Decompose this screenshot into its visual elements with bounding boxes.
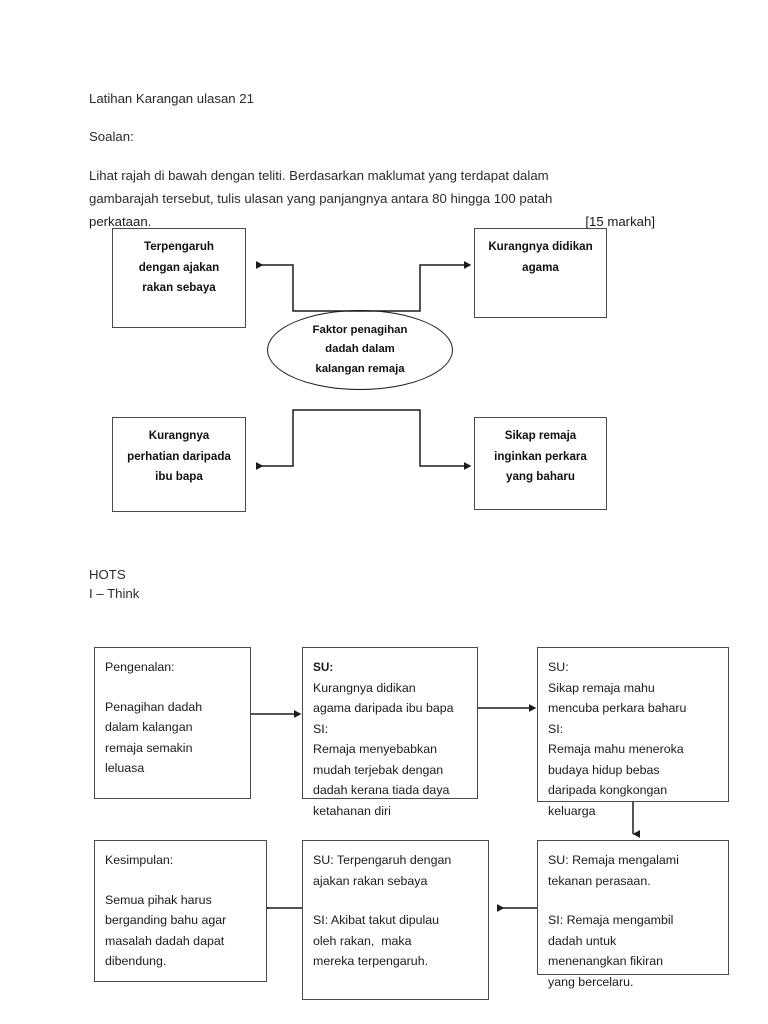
flow-box-si-text: Remaja menyebabkan mudah terjebak dengan… — [313, 742, 450, 818]
flow-box-su-label: SU: — [313, 660, 334, 674]
connector-center-to-top-right — [360, 261, 472, 312]
flow-box-label: Pengenalan: — [105, 660, 175, 674]
flow-box-isi-3: SU: Remaja mengalami tekanan perasaan. S… — [537, 840, 729, 989]
concept-node-line: ibu bapa — [155, 470, 203, 483]
flow-box-si-text: SI: Remaja mengambil dadah untuk menenan… — [548, 913, 674, 989]
connector-center-to-top-left — [256, 261, 360, 312]
flow-box-su-label: SU: — [548, 660, 569, 674]
hots-heading: HOTS — [89, 567, 126, 582]
flow-box-label: Kesimpulan: — [105, 853, 174, 867]
concept-node-line: Terpengaruh — [143, 240, 214, 253]
concept-center-line: Faktor penagihan — [312, 323, 408, 336]
concept-center-line: kalangan remaja — [315, 362, 405, 375]
flow-box-si-text: SI: Akibat takut dipulau oleh rakan, mak… — [313, 913, 440, 968]
hots-subheading: I – Think — [89, 586, 140, 601]
flow-box-su-text: SU: Terpengaruh dengan ajakan rakan seba… — [313, 853, 452, 888]
concept-node-kurang-perhatian-ibu-bapa: Kurangnya perhatian daripada ibu bapa — [112, 417, 246, 512]
flow-box-si-label: SI: — [313, 721, 329, 736]
concept-node-sikap-remaja-perkara-baharu: Sikap remaja inginkan perkara yang bahar… — [474, 417, 607, 510]
flow-box-body: Semua pihak harus berganding bahu agar m… — [105, 892, 227, 969]
concept-center-line: dadah dalam — [325, 343, 395, 356]
flow-box-isi-4: SU: Terpengaruh dengan ajakan rakan seba… — [302, 840, 489, 1000]
flow-box-isi-1: SU: Kurangnya didikan agama daripada ibu… — [302, 647, 478, 818]
connector-center-to-bottom-right — [360, 409, 472, 470]
instruction-line-3-row: perkataan. [15 markah] — [89, 210, 655, 233]
concept-node-line: perhatian daripada — [127, 449, 231, 463]
instruction-line-2: gambarajah tersebut, tulis ulasan yang p… — [89, 191, 553, 206]
flow-box-pengenalan: Pengenalan: Penagihan dadah dalam kalang… — [94, 647, 251, 799]
flow-box-su-text: SU: Remaja mengalami tekanan perasaan. — [548, 853, 679, 888]
concept-node-line: Sikap remaja — [504, 429, 577, 442]
flow-box-si-label: SI: — [548, 721, 564, 736]
concept-node-line: inginkan perkara — [494, 449, 587, 463]
marks-allocation: [15 markah] — [585, 214, 655, 229]
concept-node-line: Kurangnya — [148, 429, 210, 442]
flow-box-si-text: Remaja mahu meneroka budaya hidup bebas … — [548, 742, 684, 818]
flow-box-isi-2: SU: Sikap remaja mahu mencuba perkara ba… — [537, 647, 729, 818]
concept-node-line: dengan ajakan — [138, 260, 220, 274]
flow-box-kesimpulan: Kesimpulan: Semua pihak harus berganding… — [94, 840, 267, 982]
instruction-line-3: perkataan. — [89, 214, 152, 229]
instruction-line-1: Lihat rajah di bawah dengan teliti. Berd… — [89, 168, 549, 183]
document-title: Latihan Karangan ulasan 21 — [89, 91, 254, 106]
flow-box-su-text: Sikap remaja mahu mencuba perkara baharu — [548, 680, 687, 716]
concept-node-center-faktor-penagihan: Faktor penagihan dadah dalam kalangan re… — [267, 310, 453, 390]
question-header: Latihan Karangan ulasan 21 Soalan: Lihat… — [89, 88, 655, 233]
concept-node-line: rakan sebaya — [142, 281, 216, 294]
concept-node-line: agama — [522, 260, 559, 274]
concept-node-terpengaruh-rakan-sebaya: Terpengaruh dengan ajakan rakan sebaya — [112, 228, 246, 328]
flow-box-body: Penagihan dadah dalam kalangan remaja se… — [105, 699, 203, 776]
concept-node-kurang-didikan-agama: Kurangnya didikan agama — [474, 228, 607, 318]
soalan-label: Soalan: — [89, 129, 134, 144]
concept-node-line: yang baharu — [506, 470, 575, 483]
flow-box-su-text: Kurangnya didikan agama daripada ibu bap… — [313, 680, 454, 716]
hots-section-label: HOTS I – Think — [89, 565, 139, 603]
connector-center-to-bottom-left — [256, 409, 360, 470]
concept-node-line: Kurangnya didikan — [488, 240, 593, 253]
